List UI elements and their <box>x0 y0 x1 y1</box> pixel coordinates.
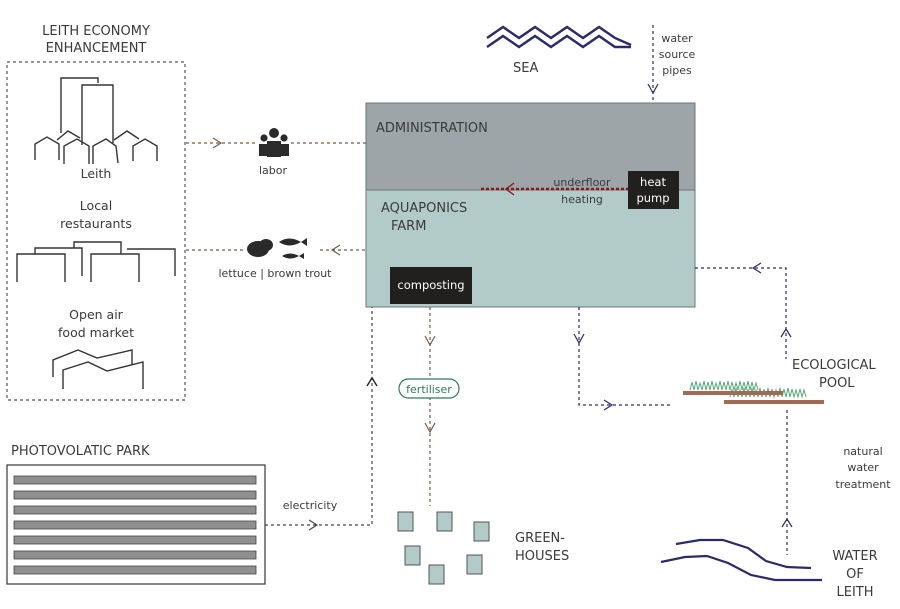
heat-pump-line2: pump <box>636 191 669 205</box>
arrow-right-icon <box>308 519 319 531</box>
arrow-right-icon <box>212 137 223 149</box>
return-from-pool <box>695 262 792 359</box>
composting-box <box>390 267 472 304</box>
market-label-line1: Open air <box>69 307 123 322</box>
heat-pump-box <box>628 171 679 209</box>
arrow-down-icon <box>424 335 436 347</box>
heat-pump-line1: heat <box>640 175 666 189</box>
river-label-line1: WATER <box>832 549 877 564</box>
fertiliser-badge <box>398 378 460 399</box>
market-label-line2: food market <box>58 325 134 340</box>
leith-buildings-icon <box>34 77 158 164</box>
electricity-label: electricity <box>283 499 338 512</box>
solar-panel-icon <box>13 550 257 560</box>
greenhouse-icon <box>397 511 414 532</box>
solar-panel-icon <box>13 475 257 485</box>
composting-label: composting <box>397 278 464 292</box>
water-pipes-line1: water <box>661 32 693 45</box>
greenhouse-icon <box>466 554 483 575</box>
produce-flow: lettuce | brown trout <box>186 238 366 280</box>
lettuce-icon <box>247 239 273 257</box>
river-icon <box>660 538 822 582</box>
solar-panel-icon <box>13 520 257 530</box>
pool-layer-lower <box>724 400 824 404</box>
underfloor-label-line2: heating <box>561 193 603 206</box>
farm-label-line1: AQUAPONICS <box>381 201 467 216</box>
greenhouse-icon <box>404 545 421 566</box>
solar-panel-icon <box>13 565 257 575</box>
administration-label: ADMINISTRATION <box>376 121 488 136</box>
farm-label-line2: FARM <box>391 219 426 234</box>
restaurants-label-line1: Local <box>80 198 112 213</box>
economy-dashed-frame <box>6 61 186 401</box>
river-label-line2: OF <box>846 567 864 582</box>
arrow-right-icon <box>603 399 614 411</box>
outflow-to-pool <box>573 307 670 411</box>
water-pipes-flow: water source pipes <box>647 25 696 172</box>
economy-title-line1: LEITH ECONOMY <box>42 24 150 39</box>
sea-group: SEA <box>486 25 632 76</box>
greenhouses-label-line2: HOUSES <box>515 549 569 564</box>
greenhouses-label-line1: GREEN- <box>515 531 565 546</box>
water-pipes-line2: source <box>659 48 696 61</box>
fertiliser-flow: fertiliser <box>398 307 460 506</box>
underfloor-label-line1: underfloor <box>553 176 611 189</box>
greenhouse-icon <box>428 564 445 585</box>
restaurants-label-line2: restaurants <box>60 216 132 231</box>
people-group-icon <box>259 128 289 157</box>
pool-layer-upper <box>683 391 783 395</box>
fertiliser-label: fertiliser <box>406 383 452 396</box>
solar-panel-icon <box>13 490 257 500</box>
pool-label-line1: ECOLOGICAL <box>792 358 876 373</box>
pool-label-line2: POOL <box>819 376 855 391</box>
arrow-down-icon <box>573 333 585 345</box>
main-building: ADMINISTRATION AQUAPONICS FARM underfloo… <box>365 102 696 308</box>
electricity-flow: electricity <box>265 307 378 531</box>
greenhouse-icon <box>473 521 490 542</box>
arrow-up-icon <box>366 376 378 387</box>
leith-economy-group: LEITH ECONOMY ENHANCEMENT Leith Local re… <box>6 24 186 401</box>
greenhouse-icons <box>397 511 490 585</box>
economy-title-line2: ENHANCEMENT <box>46 41 147 56</box>
fish-icon <box>279 238 307 259</box>
water-pipes-line3: pipes <box>662 64 692 77</box>
water-of-leith-group: WATER OF LEITH <box>660 538 878 600</box>
natural-treatment-flow: natural water treatment <box>781 410 891 555</box>
labor-label: labor <box>259 164 288 177</box>
solar-panel-icon <box>13 535 257 545</box>
arrow-down-icon <box>647 83 659 95</box>
river-label-line3: LEITH <box>836 585 873 600</box>
photovoltaic-group: PHOTOVOLATIC PARK <box>6 444 266 585</box>
sea-label: SEA <box>513 61 538 76</box>
arrow-left-icon <box>504 182 515 196</box>
sea-waves-icon <box>486 25 632 49</box>
natural-label-line3: treatment <box>835 478 891 491</box>
natural-label-line2: water <box>847 461 879 474</box>
ecological-pool-group: ECOLOGICAL POOL <box>683 358 876 404</box>
greenhouses-group: GREEN- HOUSES <box>397 511 569 585</box>
arrow-up-icon <box>781 517 793 528</box>
labor-flow: labor <box>186 128 366 177</box>
arrow-down-icon <box>424 422 436 434</box>
arrow-up-icon <box>780 327 792 338</box>
restaurants-buildings-icon <box>16 241 176 282</box>
market-structure-icon <box>52 349 144 389</box>
leith-label: Leith <box>81 166 112 181</box>
natural-label-line1: natural <box>843 445 882 458</box>
greenhouse-icon <box>436 511 453 532</box>
solar-panel-icon <box>13 505 257 515</box>
arrow-left-icon <box>330 244 341 256</box>
photovoltaic-label: PHOTOVOLATIC PARK <box>11 444 150 459</box>
produce-label: lettuce | brown trout <box>218 267 332 280</box>
solar-panel-rows <box>13 475 257 575</box>
arrow-left-icon <box>751 262 762 274</box>
